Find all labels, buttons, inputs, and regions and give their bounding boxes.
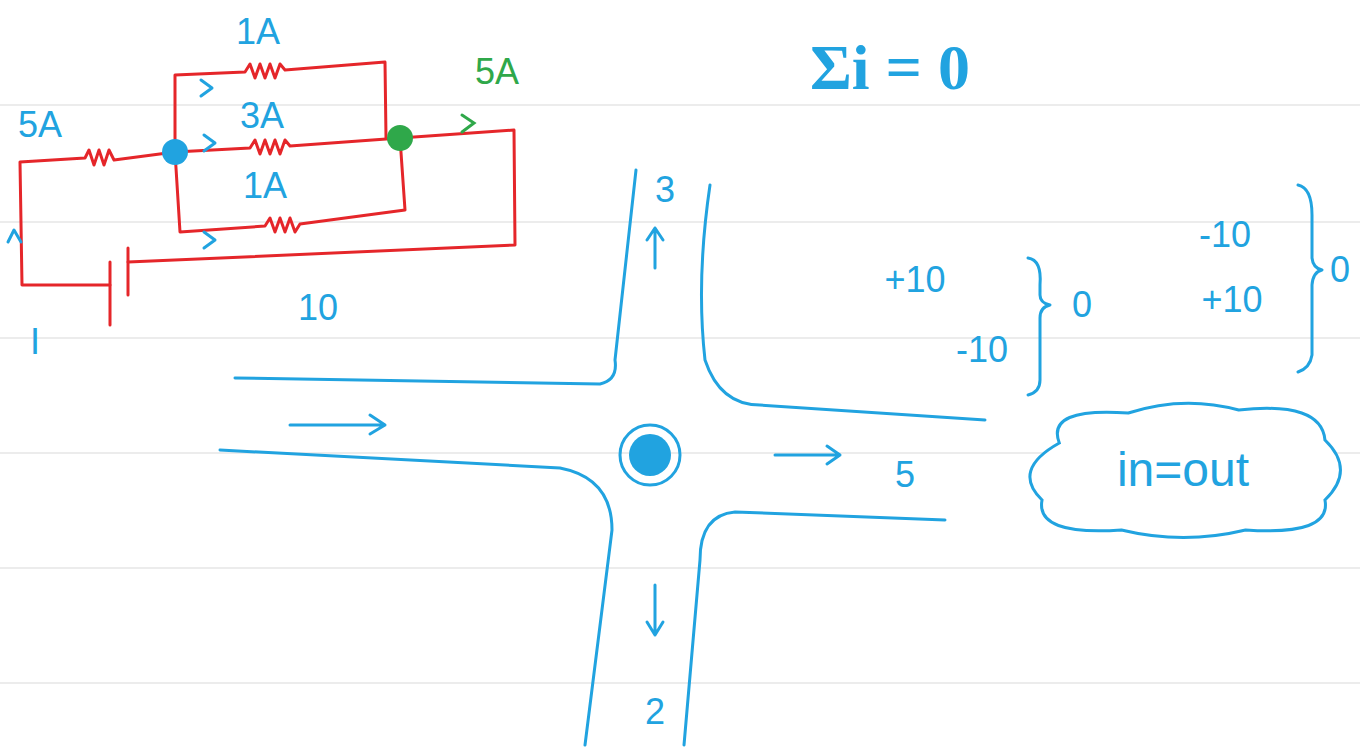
node-dot (387, 125, 413, 151)
current-label: 3A (240, 98, 284, 134)
sum-term: -10 (1199, 217, 1251, 253)
sum-term: +10 (884, 262, 945, 298)
circuit-wires (20, 62, 515, 325)
flow-number: 5 (895, 457, 915, 493)
current-arrows (8, 80, 215, 248)
note-text: in=out (1117, 446, 1249, 494)
notebook-lines (0, 105, 1360, 683)
flow-number: 3 (655, 172, 675, 208)
sum-result: 0 (1072, 287, 1092, 323)
current-label: 10 (298, 290, 338, 326)
node-dot (162, 139, 188, 165)
current-label: 5A (475, 54, 519, 90)
sum-term: -10 (956, 332, 1008, 368)
current-label: 1A (243, 168, 287, 204)
flow-number: 2 (645, 694, 665, 730)
sum-result: 0 (1330, 252, 1350, 288)
cloud-note: in=out (1011, 395, 1356, 545)
road-junction (220, 170, 1322, 745)
title: Σi = 0 (810, 36, 970, 100)
junction-dot (629, 434, 671, 476)
current-label: 5A (18, 107, 62, 143)
sum-term: +10 (1201, 282, 1262, 318)
current-label: I (30, 324, 40, 360)
current-label: 1A (236, 14, 280, 50)
current-arrow (462, 115, 474, 132)
